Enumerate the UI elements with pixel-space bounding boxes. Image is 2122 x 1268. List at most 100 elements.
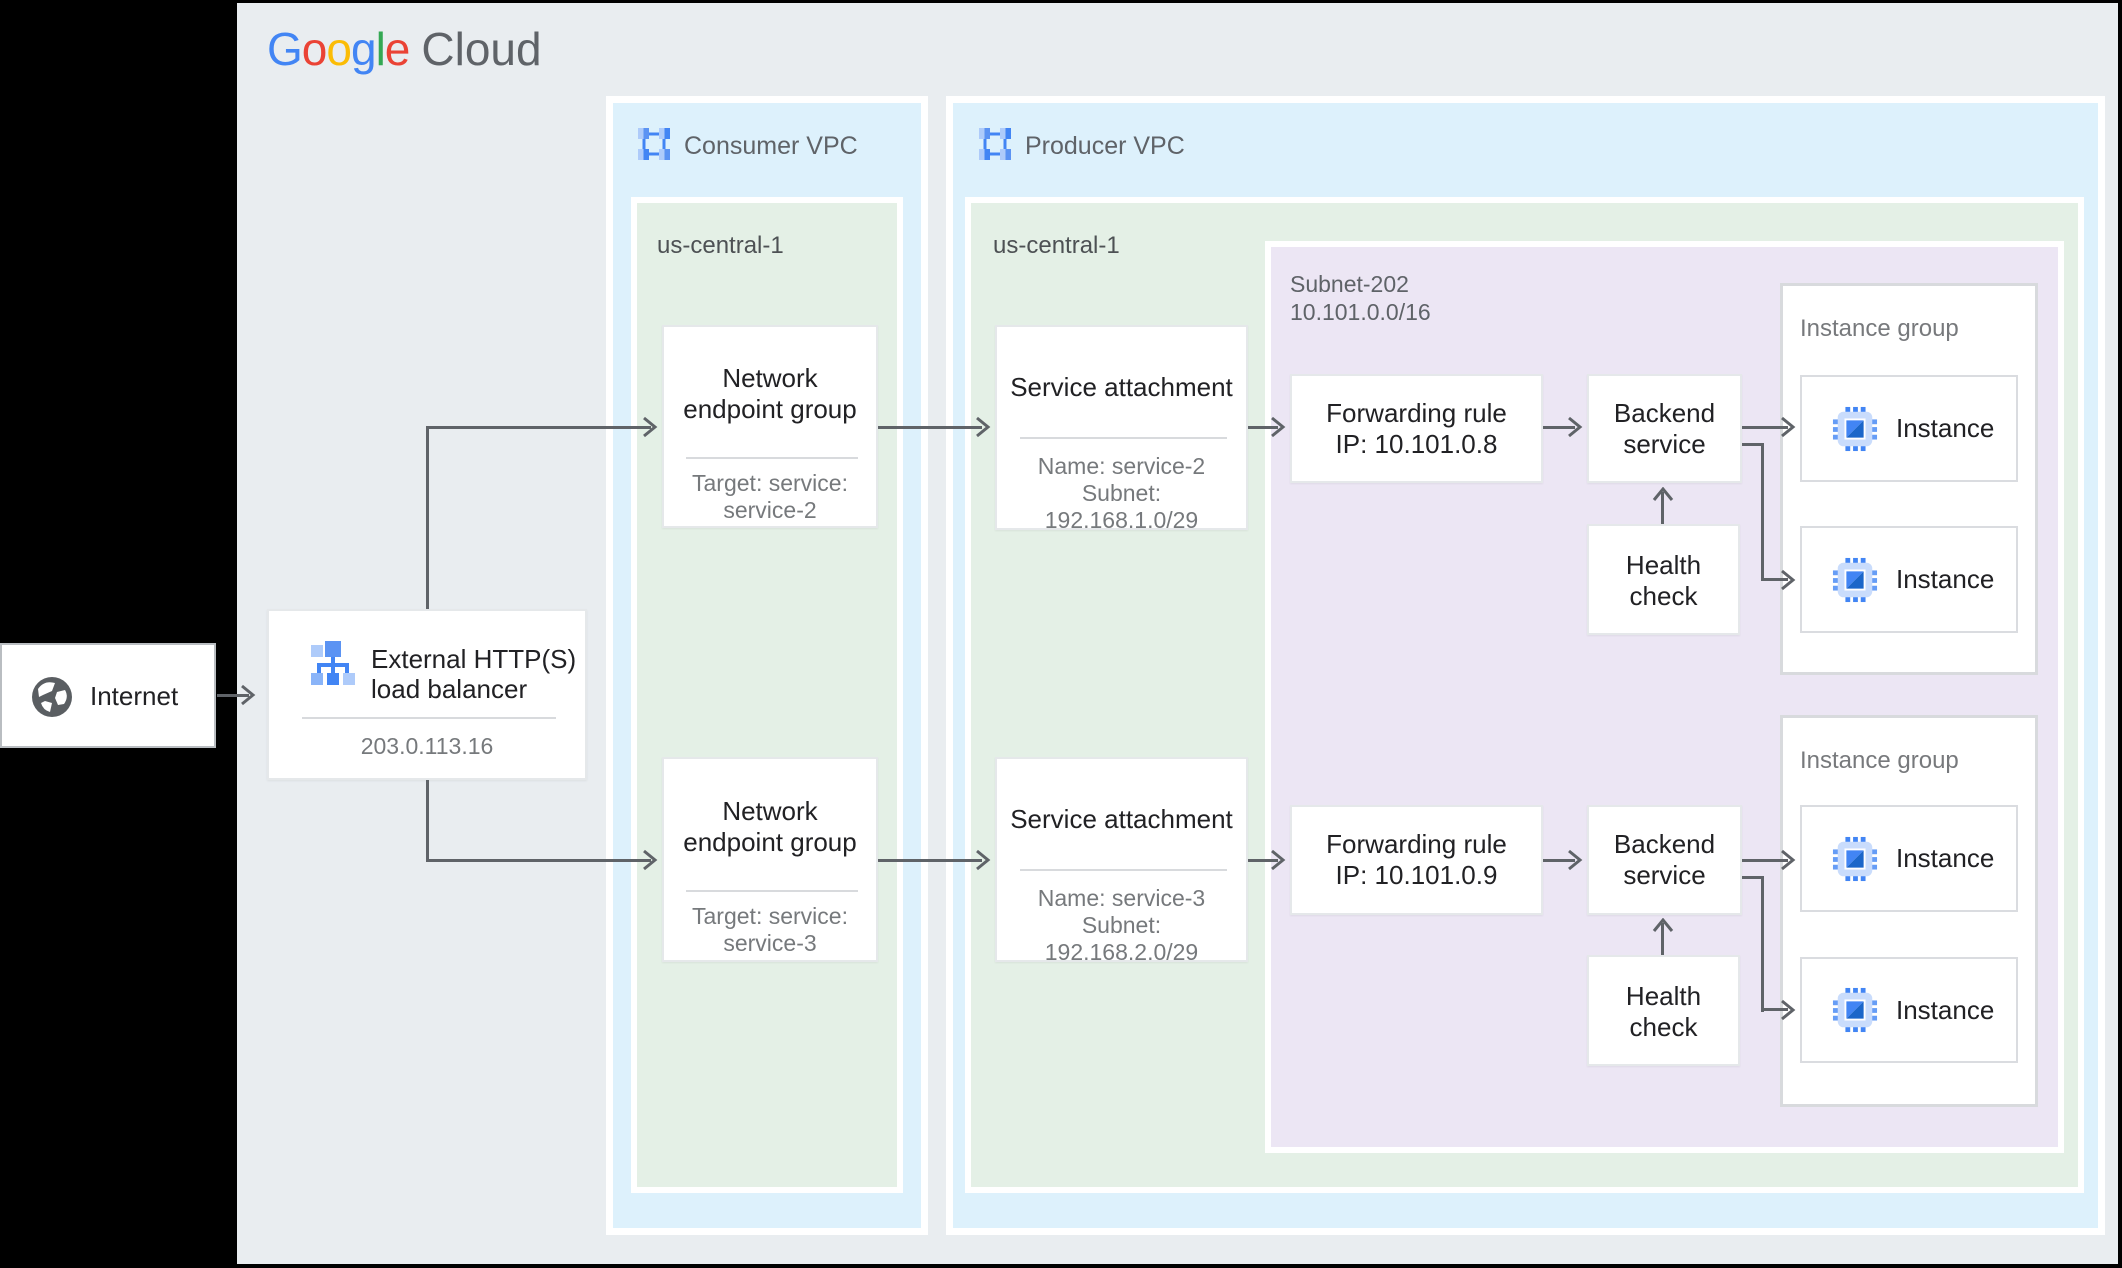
forwarding-rule-card: Forwarding rule IP: 10.101.0.9 — [1290, 805, 1543, 915]
sa-detail-line2: Subnet: — [1081, 912, 1162, 938]
load-balancer-title: External HTTP(S) load balancer — [371, 644, 576, 704]
neg-title: Network endpoint group — [664, 363, 876, 425]
compute-instance-icon — [1832, 836, 1878, 881]
arrowhead — [1271, 416, 1286, 438]
neg-title-line2: endpoint group — [683, 827, 857, 857]
load-balancer-card: External HTTP(S) load balancer 203.0.113… — [267, 609, 587, 780]
forwarding-rule-line1: Forwarding rule — [1326, 398, 1507, 428]
card-divider — [686, 890, 858, 892]
health-check-line2: check — [1629, 1012, 1698, 1042]
arrow-bs2-to-instance2-seg3 — [1761, 1008, 1788, 1011]
arrow-internet-to-lb — [217, 694, 249, 697]
neg-detail-line1: Target: service: — [692, 903, 848, 929]
logo-letter: o — [301, 23, 328, 75]
subnet-name: Subnet-202 — [1290, 271, 1409, 297]
subnet-label: Subnet-202 10.101.0.0/16 — [1290, 270, 1431, 326]
producer-region-label: us-central-1 — [993, 232, 1120, 259]
arrow-neg2-to-sa2 — [878, 859, 982, 862]
neg-title-line1: Network — [722, 796, 818, 826]
consumer-vpc-label: Consumer VPC — [684, 132, 858, 160]
arrow-bs1-to-instance2-seg3 — [1761, 578, 1788, 581]
card-divider — [686, 457, 858, 459]
forwarding-rule-line1: Forwarding rule — [1326, 829, 1507, 859]
neg-title-line2: endpoint group — [683, 394, 857, 424]
vpc-network-icon — [638, 128, 670, 160]
arrow-fr2-to-bs2 — [1543, 859, 1575, 862]
arrowhead — [1568, 849, 1583, 871]
health-check-line1: Health — [1625, 981, 1702, 1011]
forwarding-rule-text: Forwarding rule IP: 10.101.0.8 — [1292, 398, 1541, 460]
internet-label: Internet — [90, 681, 179, 711]
card-divider — [302, 717, 556, 719]
instance-label: Instance — [1896, 994, 1995, 1025]
network-endpoint-group-card: Network endpoint group Target: service: … — [662, 325, 878, 528]
arrowhead — [1781, 569, 1796, 591]
forwarding-rule-card: Forwarding rule IP: 10.101.0.8 — [1290, 374, 1543, 483]
arrowhead — [1271, 849, 1286, 871]
compute-instance-icon — [1832, 987, 1878, 1033]
globe-icon — [32, 677, 72, 717]
instance-label: Instance — [1896, 843, 1995, 873]
neg-title: Network endpoint group — [664, 796, 876, 858]
arrow-neg1-to-sa1 — [878, 426, 982, 429]
arrowhead — [643, 849, 658, 871]
arrow-hc2-to-bs2 — [1661, 923, 1664, 955]
sa-detail-line3: 192.168.1.0/29 — [1044, 507, 1199, 533]
backend-service-line1: Backend — [1613, 829, 1716, 859]
vpc-network-icon — [979, 128, 1011, 160]
arrow-bs1-to-instance2-seg2 — [1761, 443, 1764, 581]
service-attachment-card: Service attachment Name: service-3 Subne… — [995, 757, 1248, 965]
instance-card: Instance — [1800, 375, 2018, 482]
compute-instance-icon — [1832, 557, 1878, 602]
instance-group-label: Instance group — [1800, 747, 1959, 774]
instance-card: Instance — [1800, 805, 2018, 912]
arrowhead — [1781, 416, 1796, 438]
sa-detail-line3: 192.168.2.0/29 — [1044, 939, 1199, 965]
health-check-line2: check — [1629, 581, 1698, 611]
forwarding-rule-text: Forwarding rule IP: 10.101.0.9 — [1292, 829, 1541, 891]
arrow-fr1-to-bs1 — [1543, 426, 1575, 429]
backend-service-text: Backend service — [1589, 829, 1740, 891]
backend-service-line2: service — [1623, 860, 1706, 890]
producer-vpc-label: Producer VPC — [1025, 132, 1185, 160]
health-check-text: Health check — [1589, 981, 1738, 1043]
instance-card: Instance — [1800, 526, 2018, 633]
service-attachment-detail: Name: service-3 Subnet: 192.168.2.0/29 — [997, 885, 1246, 966]
arrow-bs1-to-instance1 — [1742, 426, 1788, 429]
service-attachment-title: Service attachment — [1010, 372, 1233, 402]
logo-letter: l — [375, 23, 386, 75]
arrowhead — [1568, 416, 1583, 438]
arrow-lb-to-neg1-horizontal — [426, 426, 651, 429]
neg-detail-line2: service-2 — [723, 497, 817, 523]
backend-service-card: Backend service — [1587, 374, 1742, 483]
instance-label: Instance — [1896, 413, 1995, 443]
logo-letter: g — [350, 23, 377, 75]
arrow-lb-to-neg2-vertical — [426, 780, 429, 860]
logo-product-name: Cloud — [421, 23, 542, 75]
arrow-lb-to-neg2-horizontal — [426, 859, 651, 862]
backend-service-line2: service — [1623, 429, 1706, 459]
arrow-hc1-to-bs1 — [1661, 492, 1664, 524]
logo-letter: G — [267, 23, 303, 75]
health-check-card: Health check — [1587, 524, 1740, 635]
load-balancer-icon — [311, 641, 355, 685]
health-check-card: Health check — [1587, 955, 1740, 1066]
subnet-cidr: 10.101.0.0/16 — [1290, 299, 1431, 325]
arrowhead — [1781, 999, 1796, 1021]
service-attachment-title: Service attachment — [1010, 804, 1233, 834]
neg-detail-line1: Target: service: — [692, 470, 848, 496]
instance-group-label: Instance group — [1800, 315, 1959, 342]
compute-instance-icon — [1832, 406, 1878, 451]
arrow-lb-to-neg1-vertical — [426, 427, 429, 609]
neg-detail: Target: service: service-3 — [664, 903, 876, 957]
sa-detail-line2: Subnet: — [1081, 480, 1162, 506]
sa-detail-line1: Name: service-3 — [1037, 885, 1206, 911]
backend-service-line1: Backend — [1613, 398, 1716, 428]
arrow-bs1-to-instance2-seg1 — [1742, 443, 1764, 446]
arrowhead — [1781, 849, 1796, 871]
neg-title-line1: Network — [722, 363, 818, 393]
service-attachment-detail: Name: service-2 Subnet: 192.168.1.0/29 — [997, 453, 1246, 534]
arrow-sa2-to-fr2 — [1248, 859, 1278, 862]
